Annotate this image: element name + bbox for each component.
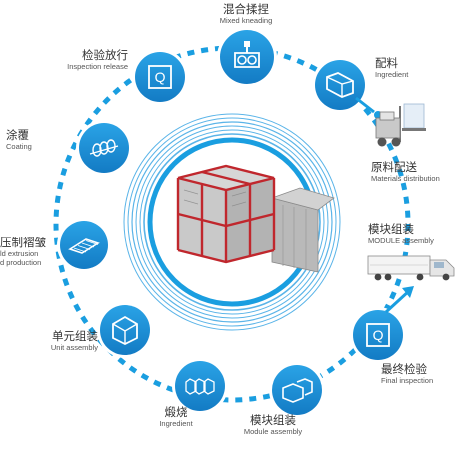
node-calcination bbox=[172, 358, 228, 414]
cube-icon bbox=[112, 315, 138, 346]
svg-text:Q: Q bbox=[373, 327, 384, 343]
node-unit-assembly bbox=[97, 302, 153, 358]
node-circle bbox=[272, 365, 322, 415]
node-circle bbox=[60, 221, 108, 269]
process-nodes: QQ bbox=[57, 27, 406, 418]
node-circle bbox=[353, 310, 403, 360]
node-coating bbox=[76, 120, 132, 176]
forklift-icon bbox=[375, 103, 426, 147]
pleated-sheet-icon bbox=[68, 238, 100, 254]
node-mixed-kneading bbox=[217, 27, 277, 87]
inspection-q-icon: Q bbox=[148, 65, 172, 89]
rolls-icon bbox=[89, 139, 119, 157]
node-circle bbox=[135, 52, 185, 102]
filter-module-illustration bbox=[176, 164, 335, 273]
svg-text:Q: Q bbox=[155, 69, 166, 85]
node-inspection-release: Q bbox=[132, 49, 188, 105]
flow-arrow bbox=[384, 286, 414, 314]
node-pressing-pleating bbox=[57, 218, 111, 272]
node-circle bbox=[220, 30, 274, 84]
ingredient-connector bbox=[355, 96, 375, 114]
node-ingredient-top bbox=[312, 57, 368, 113]
inspection-q-icon: Q bbox=[366, 323, 390, 347]
node-final-inspection: Q bbox=[350, 307, 406, 363]
module-blocks-icon bbox=[282, 378, 313, 403]
blocks-row-icon bbox=[185, 378, 215, 395]
node-circle bbox=[79, 123, 129, 173]
node-circle bbox=[175, 361, 225, 411]
node-circle bbox=[100, 305, 150, 355]
truck-icon bbox=[367, 255, 455, 281]
node-circle bbox=[315, 60, 365, 110]
node-module-assembly bbox=[269, 362, 325, 418]
ingredient-bin-icon bbox=[326, 72, 354, 98]
mixer-icon bbox=[234, 41, 260, 68]
